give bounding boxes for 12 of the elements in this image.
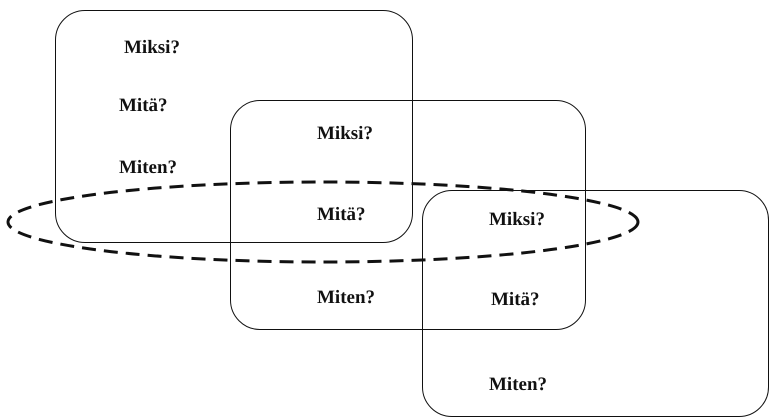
- how-question: Miten?: [119, 157, 178, 179]
- why-question: Miksi?: [124, 37, 180, 59]
- rounded-box: [55, 10, 413, 243]
- why-question: Miksi?: [317, 123, 373, 145]
- what-question: Mitä?: [119, 95, 168, 117]
- rounded-box: [422, 190, 769, 417]
- what-question: Mitä?: [317, 204, 366, 226]
- what-question: Mitä?: [491, 289, 540, 311]
- how-question: Miten?: [489, 374, 548, 396]
- why-question: Miksi?: [489, 209, 545, 231]
- rounded-box: [230, 100, 586, 330]
- how-question: Miten?: [317, 287, 376, 309]
